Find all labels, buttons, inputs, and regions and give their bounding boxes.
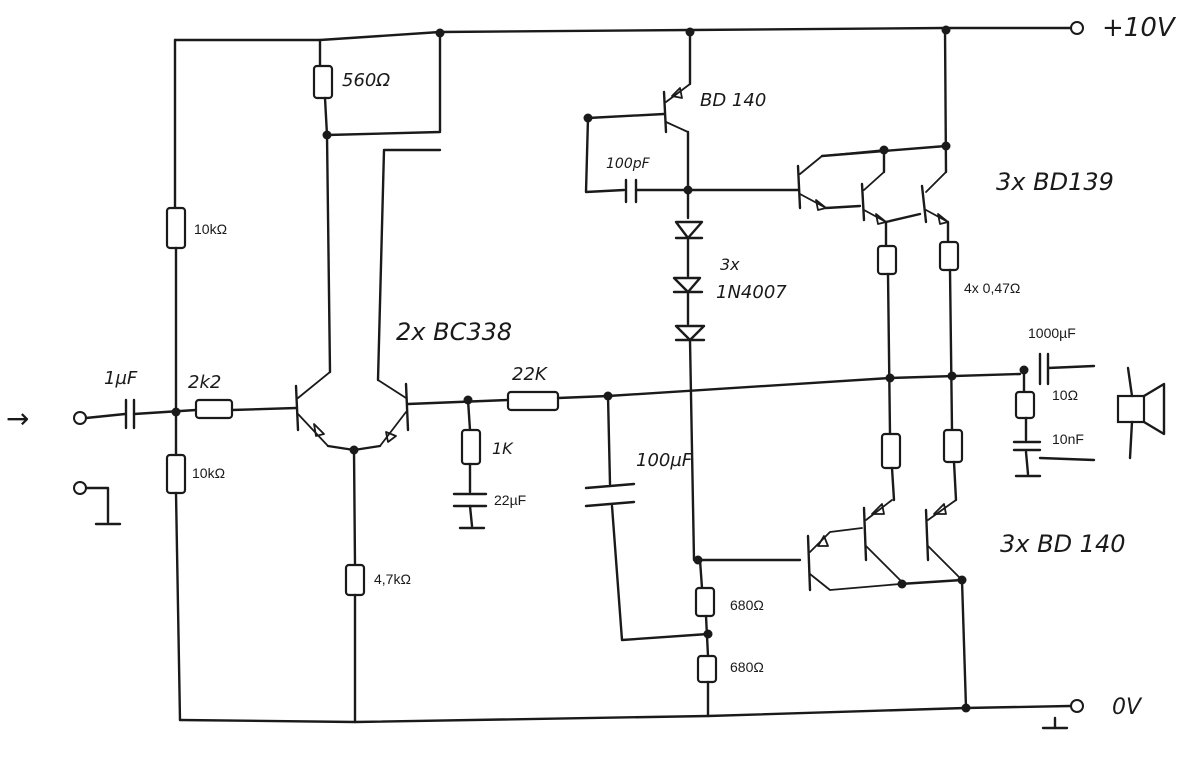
diodes-count-label: 3x: [720, 255, 740, 274]
diff-pair-left-transistor: [294, 371, 331, 447]
input-cap-label: 1µF: [104, 368, 138, 389]
bias-resistor-upper: [694, 586, 716, 618]
feedback-resistor: [506, 390, 560, 412]
bias-resistor-bottom: [165, 453, 187, 495]
miller-capacitor: [624, 178, 638, 204]
feedback-shunt-resistor-label: 1K: [492, 439, 514, 458]
speaker-icon: [1116, 366, 1166, 460]
lower-outputs-label: 3x BD 140: [1000, 530, 1125, 558]
lower-output-transistor-3: [924, 499, 963, 581]
upper-outputs-label: 3x BD139: [996, 168, 1114, 196]
junction-dots: [171, 25, 1029, 713]
supply-rail: [173, 21, 1084, 42]
bias-resistor-upper-label: 680Ω: [730, 597, 764, 613]
ground-label: 0V: [1112, 695, 1143, 720]
zobel-capacitor: [1012, 440, 1042, 452]
zobel-resistor-label: 10Ω: [1052, 387, 1078, 403]
emitter-resistor-label: 4,7kΩ: [374, 571, 411, 587]
upper-output-transistor-2: [860, 171, 887, 225]
emitter-resistor-lower-1: [880, 432, 902, 470]
input-resistor-label: 2k2: [188, 372, 221, 393]
bootstrap-capacitor: [584, 482, 636, 508]
feedback-capacitor: [452, 492, 488, 508]
emitter-resistor: [344, 563, 366, 597]
bias-resistor-bottom-label: 10kΩ: [192, 465, 225, 481]
lower-output-transistor-1: [806, 527, 901, 592]
diff-pair-label: 2x BC338: [396, 318, 512, 346]
input-terminal[interactable]: [73, 411, 87, 425]
bias-resistor-top: [165, 206, 187, 250]
driver-transistor-label: BD 140: [700, 90, 766, 111]
supply-voltage-label: +10V: [1102, 13, 1177, 43]
emitter-resistor-upper-1: [876, 244, 898, 276]
bootstrap-capacitor-label: 100µF: [636, 450, 693, 471]
diodes-type-label: 1N4007: [716, 282, 787, 303]
emitter-resistor-lower-2: [942, 428, 964, 464]
diode-string: [672, 220, 706, 342]
ground-rail: [178, 699, 1084, 730]
miller-capacitor-label: 100pF: [606, 156, 651, 172]
lower-output-transistor-2: [862, 499, 903, 583]
zobel-resistor: [1014, 390, 1036, 420]
bias-resistor-lower-label: 680Ω: [730, 659, 764, 675]
feedback-resistor-label: 22K: [512, 364, 548, 385]
zobel-capacitor-label: 10nF: [1052, 431, 1084, 447]
emitter-resistor-upper-2: [938, 240, 960, 272]
driver-transistor: [662, 83, 691, 134]
upper-output-transistor-3: [920, 171, 949, 225]
input-resistor: [194, 398, 234, 420]
output-capacitor: [1038, 352, 1050, 386]
input-arrow-icon: →: [6, 402, 29, 435]
output-capacitor-label: 1000µF: [1028, 325, 1076, 341]
ground-terminal[interactable]: [1070, 699, 1084, 713]
feedback-capacitor-label: 22µF: [494, 492, 526, 508]
emitter-resistors-label: 4x 0,47Ω: [964, 280, 1020, 296]
bias-resistor-lower: [696, 654, 718, 684]
upper-output-transistor-1: [796, 149, 885, 211]
collector-resistor-label: 560Ω: [342, 70, 390, 91]
feedback-shunt-resistor: [460, 428, 482, 466]
diff-pair-right-transistor: [377, 379, 410, 447]
supply-terminal[interactable]: [1070, 21, 1084, 35]
bias-resistor-top-label: 10kΩ: [194, 221, 227, 237]
collector-resistor: [312, 64, 334, 100]
input-ground-terminal[interactable]: [73, 481, 87, 495]
